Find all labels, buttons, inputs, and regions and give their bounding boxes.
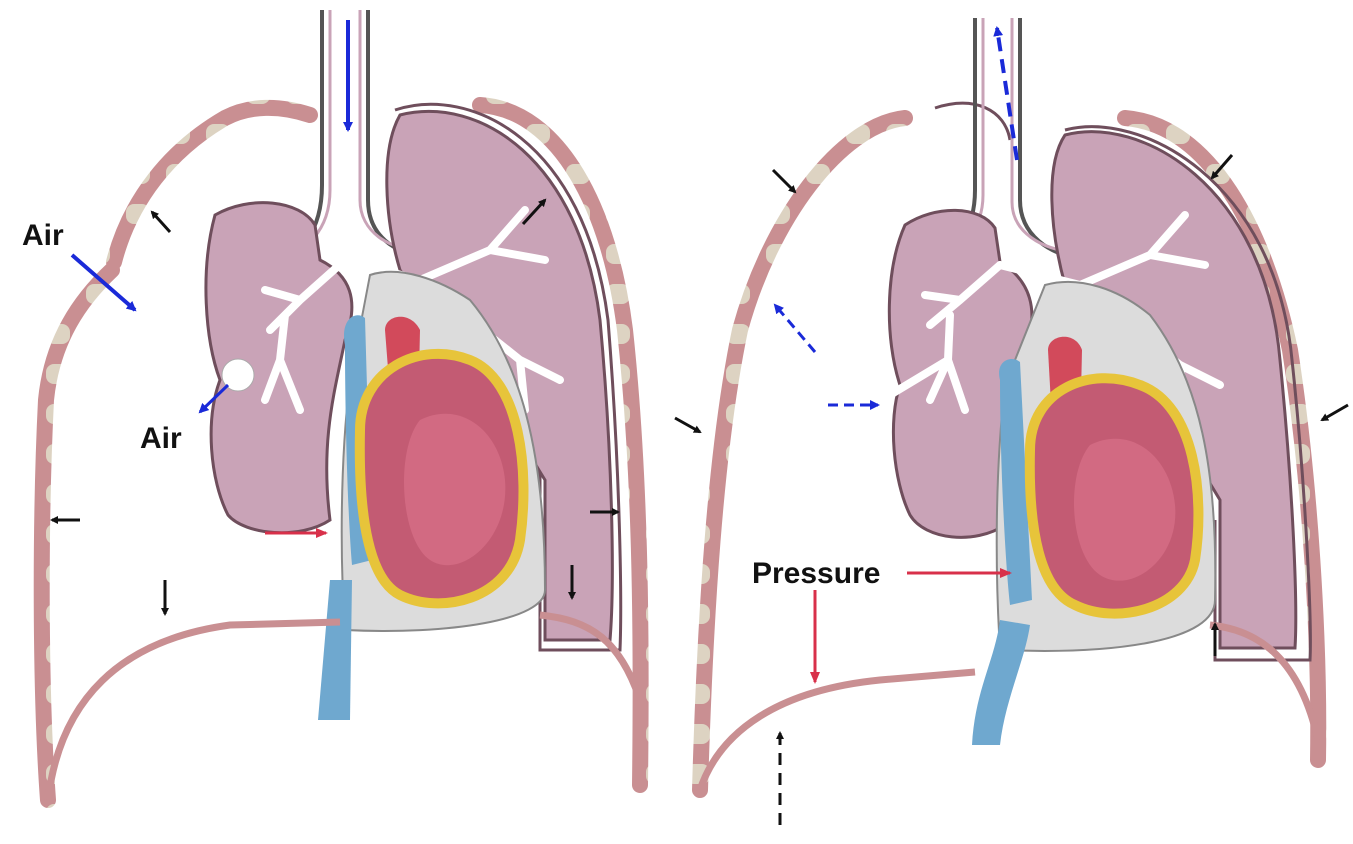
left-panel: Air Air — [22, 10, 649, 808]
chest-wall-left — [33, 262, 120, 808]
wall-arrow-1 — [150, 210, 172, 234]
pleura-right-2 — [1064, 125, 1312, 662]
air-label-outer: Air — [22, 219, 64, 252]
lung-arrow-1 — [521, 198, 547, 226]
diaphragm-right — [539, 611, 644, 702]
heart-2 — [972, 336, 1204, 745]
pressure-label: Pressure — [752, 557, 880, 590]
pleura-right — [394, 102, 623, 652]
air-leak-arrow — [198, 383, 230, 414]
chest-wall-left-2 — [692, 110, 913, 798]
wall-arrow-5 — [1210, 154, 1234, 180]
wall-arrow-6 — [1320, 403, 1349, 422]
heart — [318, 315, 529, 720]
wall-arrow-3 — [771, 168, 797, 194]
chest-wall-right — [472, 97, 649, 793]
right-panel: Pressure — [674, 18, 1349, 825]
diaphragm-left — [44, 618, 341, 801]
pleural-air-arrow-1 — [773, 303, 817, 353]
diaphragm-right-2 — [1209, 621, 1322, 741]
diaphragm-left-2 — [696, 668, 976, 792]
chest-wall-left-upper — [106, 99, 318, 270]
wall-arrow-4 — [674, 416, 702, 434]
air-label-leak: Air — [140, 422, 182, 455]
trachea-flow-out-arrow — [993, 26, 1019, 161]
air-bubble — [221, 358, 255, 392]
pleura-left-2 — [934, 101, 1012, 141]
air-entry-arrow — [70, 253, 137, 312]
